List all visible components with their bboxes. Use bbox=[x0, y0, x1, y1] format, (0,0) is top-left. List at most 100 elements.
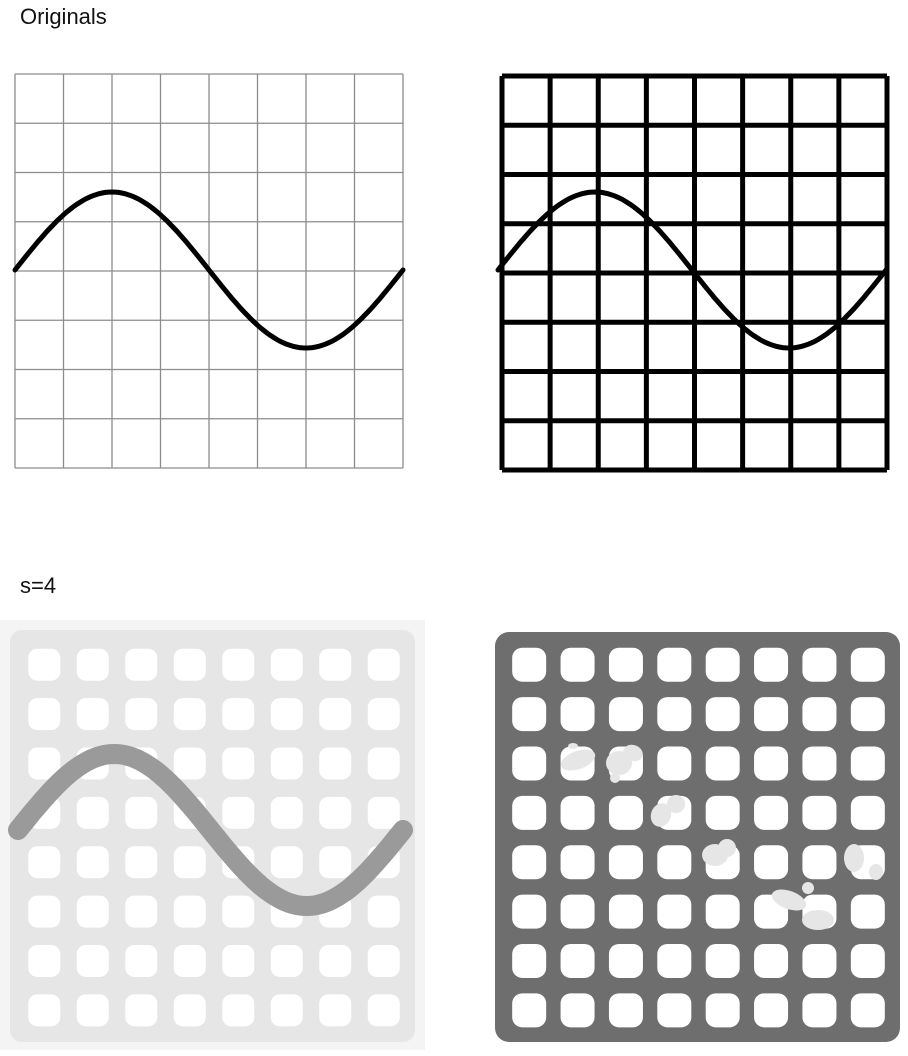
light-cell-hole bbox=[319, 648, 352, 681]
light-cell-hole bbox=[319, 747, 352, 780]
residue-blob bbox=[802, 910, 834, 930]
dark-cell-hole bbox=[512, 993, 547, 1028]
light-cell-hole bbox=[367, 944, 400, 977]
light-cell-hole bbox=[222, 944, 255, 977]
light-cell-hole bbox=[367, 747, 400, 780]
light-cell-hole bbox=[125, 796, 158, 829]
light-cell-hole bbox=[76, 796, 109, 829]
dark-cell-hole bbox=[657, 697, 692, 732]
light-cell-hole bbox=[222, 698, 255, 731]
dark-cell-hole bbox=[705, 746, 740, 781]
curve-residue-blobs bbox=[560, 743, 883, 930]
light-cell-hole bbox=[222, 747, 255, 780]
dark-cell-hole bbox=[608, 795, 643, 830]
light-cell-hole bbox=[270, 944, 303, 977]
dark-cell-hole bbox=[657, 746, 692, 781]
light-cell-hole bbox=[270, 747, 303, 780]
dark-cell-hole bbox=[802, 943, 837, 978]
dark-cell-hole bbox=[512, 795, 547, 830]
residue-blob bbox=[844, 844, 864, 872]
s4-dark-result-panel bbox=[495, 632, 900, 1042]
dark-cell-hole bbox=[850, 795, 885, 830]
light-cell-hole bbox=[319, 944, 352, 977]
light-cell-hole bbox=[319, 698, 352, 731]
s4-light-result-panel bbox=[0, 620, 425, 1050]
dark-cell-hole bbox=[560, 795, 595, 830]
light-cell-hole bbox=[173, 895, 206, 928]
dark-cell-hole bbox=[608, 697, 643, 732]
light-cell-hole bbox=[125, 648, 158, 681]
dark-cell-hole bbox=[705, 993, 740, 1028]
light-cell-hole bbox=[125, 846, 158, 879]
light-cell-hole bbox=[28, 944, 61, 977]
dark-cell-hole bbox=[608, 845, 643, 880]
residue-blob bbox=[718, 839, 736, 857]
light-cell-hole bbox=[76, 895, 109, 928]
light-cell-hole bbox=[76, 846, 109, 879]
light-cell-hole bbox=[319, 846, 352, 879]
dark-cell-hole bbox=[802, 746, 837, 781]
dark-cell-hole bbox=[608, 894, 643, 929]
light-cell-hole bbox=[173, 698, 206, 731]
light-cell-hole bbox=[125, 895, 158, 928]
dark-cell-hole bbox=[560, 943, 595, 978]
dark-cell-hole bbox=[802, 697, 837, 732]
dark-cell-hole bbox=[754, 647, 789, 682]
dark-cell-hole bbox=[560, 697, 595, 732]
light-cell-hole bbox=[222, 895, 255, 928]
dark-cell-hole bbox=[560, 845, 595, 880]
dark-cell-hole bbox=[512, 697, 547, 732]
light-cell-hole bbox=[76, 698, 109, 731]
dark-cell-hole bbox=[850, 647, 885, 682]
light-cell-hole bbox=[319, 994, 352, 1027]
dark-cell-hole bbox=[754, 697, 789, 732]
dark-cell-hole bbox=[608, 943, 643, 978]
dark-cell-hole bbox=[512, 894, 547, 929]
residue-blob bbox=[869, 864, 883, 880]
sine-curve bbox=[12, 189, 406, 351]
dark-cell-hole bbox=[850, 697, 885, 732]
residue-blob bbox=[568, 743, 578, 749]
thick-grid-lines bbox=[499, 73, 890, 473]
light-cell-hole bbox=[270, 698, 303, 731]
light-cell-hole bbox=[270, 796, 303, 829]
light-cell-hole bbox=[76, 994, 109, 1027]
dark-cell-holes bbox=[512, 647, 885, 1028]
dark-cell-hole bbox=[754, 943, 789, 978]
dark-cell-hole bbox=[657, 845, 692, 880]
light-cell-hole bbox=[125, 994, 158, 1027]
light-cell-hole bbox=[173, 944, 206, 977]
light-cell-hole bbox=[28, 994, 61, 1027]
original-thin-grid-panel bbox=[12, 73, 406, 469]
light-cell-hole bbox=[222, 648, 255, 681]
residue-blob bbox=[623, 744, 643, 762]
light-cell-hole bbox=[270, 648, 303, 681]
light-cell-hole bbox=[76, 944, 109, 977]
dark-cell-hole bbox=[560, 647, 595, 682]
light-cell-hole bbox=[367, 698, 400, 731]
dark-cell-hole bbox=[657, 943, 692, 978]
light-cell-hole bbox=[28, 747, 61, 780]
light-cell-hole bbox=[319, 796, 352, 829]
dark-cell-hole bbox=[657, 993, 692, 1028]
light-cell-hole bbox=[173, 648, 206, 681]
originals-label: Originals bbox=[20, 4, 107, 29]
residue-blob bbox=[802, 882, 814, 894]
dark-cell-hole bbox=[850, 746, 885, 781]
dark-cell-hole bbox=[850, 894, 885, 929]
light-cell-hole bbox=[367, 994, 400, 1027]
dark-cell-hole bbox=[754, 845, 789, 880]
light-cell-hole bbox=[270, 994, 303, 1027]
dark-cell-hole bbox=[802, 647, 837, 682]
dark-cell-hole bbox=[705, 697, 740, 732]
light-cell-hole bbox=[367, 895, 400, 928]
light-cell-hole bbox=[222, 994, 255, 1027]
light-cell-hole bbox=[76, 648, 109, 681]
dark-cell-hole bbox=[754, 746, 789, 781]
scale-label: s=4 bbox=[20, 573, 57, 598]
light-cell-hole bbox=[270, 846, 303, 879]
light-cell-hole bbox=[125, 698, 158, 731]
residue-blob bbox=[771, 889, 807, 911]
dark-cell-hole bbox=[512, 845, 547, 880]
dark-cell-hole bbox=[608, 993, 643, 1028]
